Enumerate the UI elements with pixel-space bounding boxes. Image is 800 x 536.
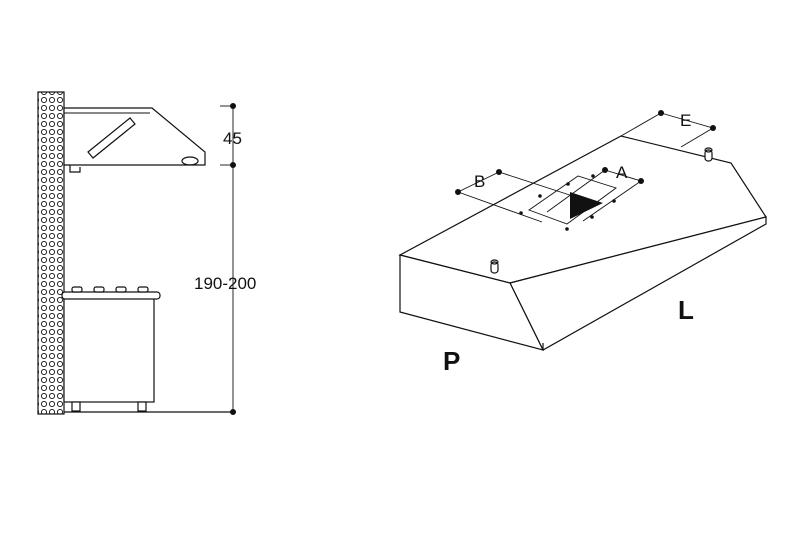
light-fittings bbox=[490, 147, 713, 274]
hood-body bbox=[398, 135, 767, 351]
label-length: L bbox=[678, 295, 694, 325]
label-depth: P bbox=[443, 346, 460, 376]
hood-side-profile bbox=[63, 107, 206, 173]
dimension-e bbox=[620, 110, 716, 148]
label-b: B bbox=[474, 172, 485, 191]
label-e: E bbox=[680, 111, 691, 130]
dimension-a bbox=[546, 167, 644, 222]
height-top-label: 45 bbox=[223, 129, 242, 148]
side-view: 45 190-200 bbox=[37, 91, 256, 415]
label-a: A bbox=[616, 163, 628, 182]
cooking-appliance bbox=[61, 286, 161, 412]
height-dimension bbox=[220, 103, 236, 415]
wall-section bbox=[37, 91, 65, 415]
height-total-label: 190-200 bbox=[194, 274, 256, 293]
extraction-opening bbox=[519, 174, 617, 231]
perspective-view: B A E L P bbox=[398, 110, 767, 376]
